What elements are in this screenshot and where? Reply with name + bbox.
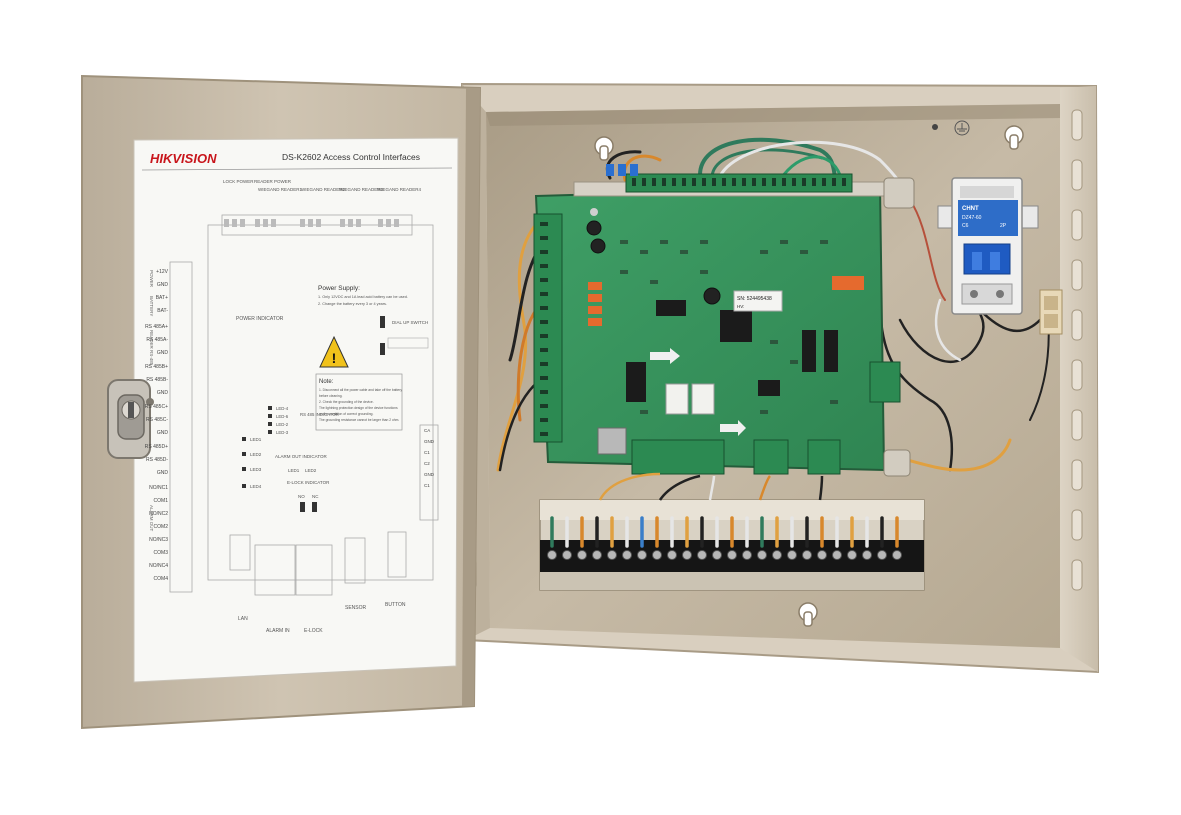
relay-mode-label: NC	[312, 494, 319, 499]
terminal-label: RS 485D+	[145, 444, 168, 450]
controller-board: SN: 524495438 HV:	[533, 164, 915, 477]
note-line: The lightning protection design of the d…	[319, 406, 398, 410]
terminal-label: NO/NC3	[149, 537, 168, 543]
serial-number-label: SN: 524495438	[737, 296, 772, 302]
warning-icon: !	[319, 335, 349, 368]
side-group-label: POWER	[149, 270, 154, 288]
terminal-label: GND	[157, 350, 169, 356]
top-group-label: WIEGAND READER2	[301, 187, 346, 192]
elock-led-label: LED1	[288, 468, 300, 473]
terminal-label: NO/NC4	[149, 563, 168, 569]
breaker-poles: 2P	[1000, 223, 1007, 229]
terminal-label: C1	[424, 483, 430, 488]
mounting-hole-icon	[594, 125, 1024, 627]
door-lock-icon[interactable]	[107, 379, 154, 459]
breaker-brand: CHNT	[962, 206, 979, 212]
terminal-label: GND	[424, 439, 435, 444]
terminal-label: GND	[157, 470, 169, 476]
circuit-breaker[interactable]: CHNT DZ47-60 C6 2P	[937, 177, 1039, 315]
power-supply-line: 2. Change the battery every 3 or 4 years…	[318, 302, 387, 306]
terminal-label: GND	[424, 472, 435, 477]
relay-mode-label: NO	[298, 494, 305, 499]
terminal-block	[539, 472, 925, 591]
note-line: The grounding resistance cannot be large…	[319, 418, 399, 422]
side-group-label: READER RS-485	[149, 330, 154, 366]
terminal-label: C1	[424, 450, 430, 455]
terminal-label: RS 485C-	[146, 417, 168, 423]
terminal-label: COM2	[154, 524, 169, 530]
terminal-label: NO/NC2	[149, 511, 168, 517]
power-supply-heading: Power Supply:	[318, 285, 360, 292]
terminal-label: GND	[157, 430, 169, 436]
bottom-label: ALARM IN	[266, 628, 290, 634]
top-group-label: WIEGAND READER4	[377, 187, 422, 192]
alarm-out-indicator-label: ALARM OUT INDICATOR	[275, 454, 328, 459]
terminal-label: BAT-	[157, 308, 168, 314]
terminal-label: COM4	[154, 576, 169, 582]
terminal-label: NO/NC1	[149, 485, 168, 491]
top-group-label: READER POWER	[254, 179, 292, 184]
ground-icon	[954, 120, 970, 136]
terminal-label: CA	[424, 428, 430, 433]
power-indicator-label: POWER INDICATOR	[236, 316, 284, 322]
led-label: LED3	[250, 467, 262, 472]
note-line: 1. Disconnect all the power cable and ta…	[319, 388, 402, 392]
note-line: on the condition of correct grounding.	[319, 412, 374, 416]
power-supply-line: 1. Only 12VDC and 1A lead acid battery c…	[318, 295, 408, 299]
terminal-label: COM1	[154, 498, 169, 504]
led-label: LED-3	[276, 430, 289, 435]
led-label: LED2	[250, 452, 262, 457]
terminal-label: +12V	[156, 269, 168, 275]
terminal-label: BAT+	[156, 295, 168, 301]
terminal-label: RS 485D-	[146, 457, 168, 463]
terminal-label: RS 485A-	[146, 337, 168, 343]
cabinet-door[interactable]	[81, 74, 482, 730]
breaker-model: DZ47-60	[962, 215, 982, 221]
led-label: LED1	[250, 437, 262, 442]
hardware-version-label: HV:	[737, 304, 744, 309]
terminal-label: RS 485A+	[145, 324, 168, 330]
elock-led-label: LED2	[305, 468, 317, 473]
svg-text:!: !	[332, 350, 337, 366]
led-label: LED-2	[276, 422, 289, 427]
terminal-label: GND	[157, 390, 169, 396]
elock-indicator-label: E-LOCK INDICATOR	[287, 480, 330, 485]
terminal-label: COM3	[154, 550, 169, 556]
bottom-label: E-LOCK	[304, 628, 323, 634]
breaker-rating: C6	[962, 223, 969, 229]
bottom-label: LAN	[238, 616, 248, 622]
terminal-label: C2	[424, 461, 430, 466]
terminal-label: RS 485B+	[145, 364, 168, 370]
bottom-label: SENSOR	[345, 605, 367, 611]
note-line: 2. Check the grounding of the device.	[319, 400, 374, 404]
note-heading: Note:	[319, 379, 334, 385]
side-terminal	[1039, 289, 1063, 335]
terminal-label: RS 485B-	[146, 377, 168, 383]
bottom-label: BUTTON	[385, 602, 406, 608]
top-group-label: LOCK POWER	[223, 179, 254, 184]
rs485-indicator-label: RS 485 INDICATOR	[300, 412, 339, 417]
led-label: LED-4	[276, 406, 289, 411]
dial-switch-label: DIAL UP SWITCH	[392, 320, 428, 325]
top-group-label: WIEGAND READER3	[339, 187, 384, 192]
sheet-title: DS-K2602 Access Control Interfaces	[282, 152, 420, 162]
led-label: LED-6	[276, 414, 289, 419]
note-line: before cleaning.	[319, 394, 343, 398]
brand-logo: HIKVISION	[150, 151, 217, 166]
terminal-label: GND	[157, 282, 169, 288]
top-group-label: WIEGAND READER1	[258, 187, 303, 192]
door-diagram: HIKVISION DS-K2602 Access Control Interf…	[141, 151, 453, 634]
side-group-label: BATTERY	[149, 296, 154, 316]
side-group-label: ALARM OUT	[149, 505, 154, 532]
led-label: LED4	[250, 484, 262, 489]
terminal-label: RS 485C+	[145, 404, 168, 410]
